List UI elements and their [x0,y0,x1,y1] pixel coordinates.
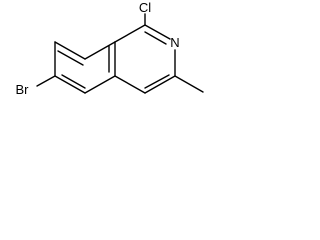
bond-c1-n2-double-outer [144,24,171,40]
bond-c8-c7-double-outer [54,41,86,60]
molecule-structure: Cl N Br [16,0,204,97]
bond-c6-br [36,75,56,87]
bond-c8a-c8 [84,41,116,60]
bond-c8-c7-double-inner [57,50,84,66]
bond-layer [36,13,204,94]
atom-label-chlorine: Cl [139,0,151,15]
bond-c3-c4-double-outer [144,75,176,94]
structure-canvas: Cl N Br [0,0,226,138]
bond-c6-c5-double-outer [54,75,86,94]
bond-c3-methyl [174,75,204,93]
atom-label-bromine: Br [16,82,30,97]
atom-label-nitrogen: N [170,35,179,50]
bond-c5-c4a [84,75,116,94]
bond-c1-n2-double-inner [144,31,167,45]
atom-label-layer: Cl N Br [16,0,180,97]
bond-c4-c4a [114,75,146,94]
bond-c3-c4-double-inner [144,74,170,89]
bond-c6-c5-double-inner [61,74,86,89]
bond-c8a-c1 [114,24,146,43]
